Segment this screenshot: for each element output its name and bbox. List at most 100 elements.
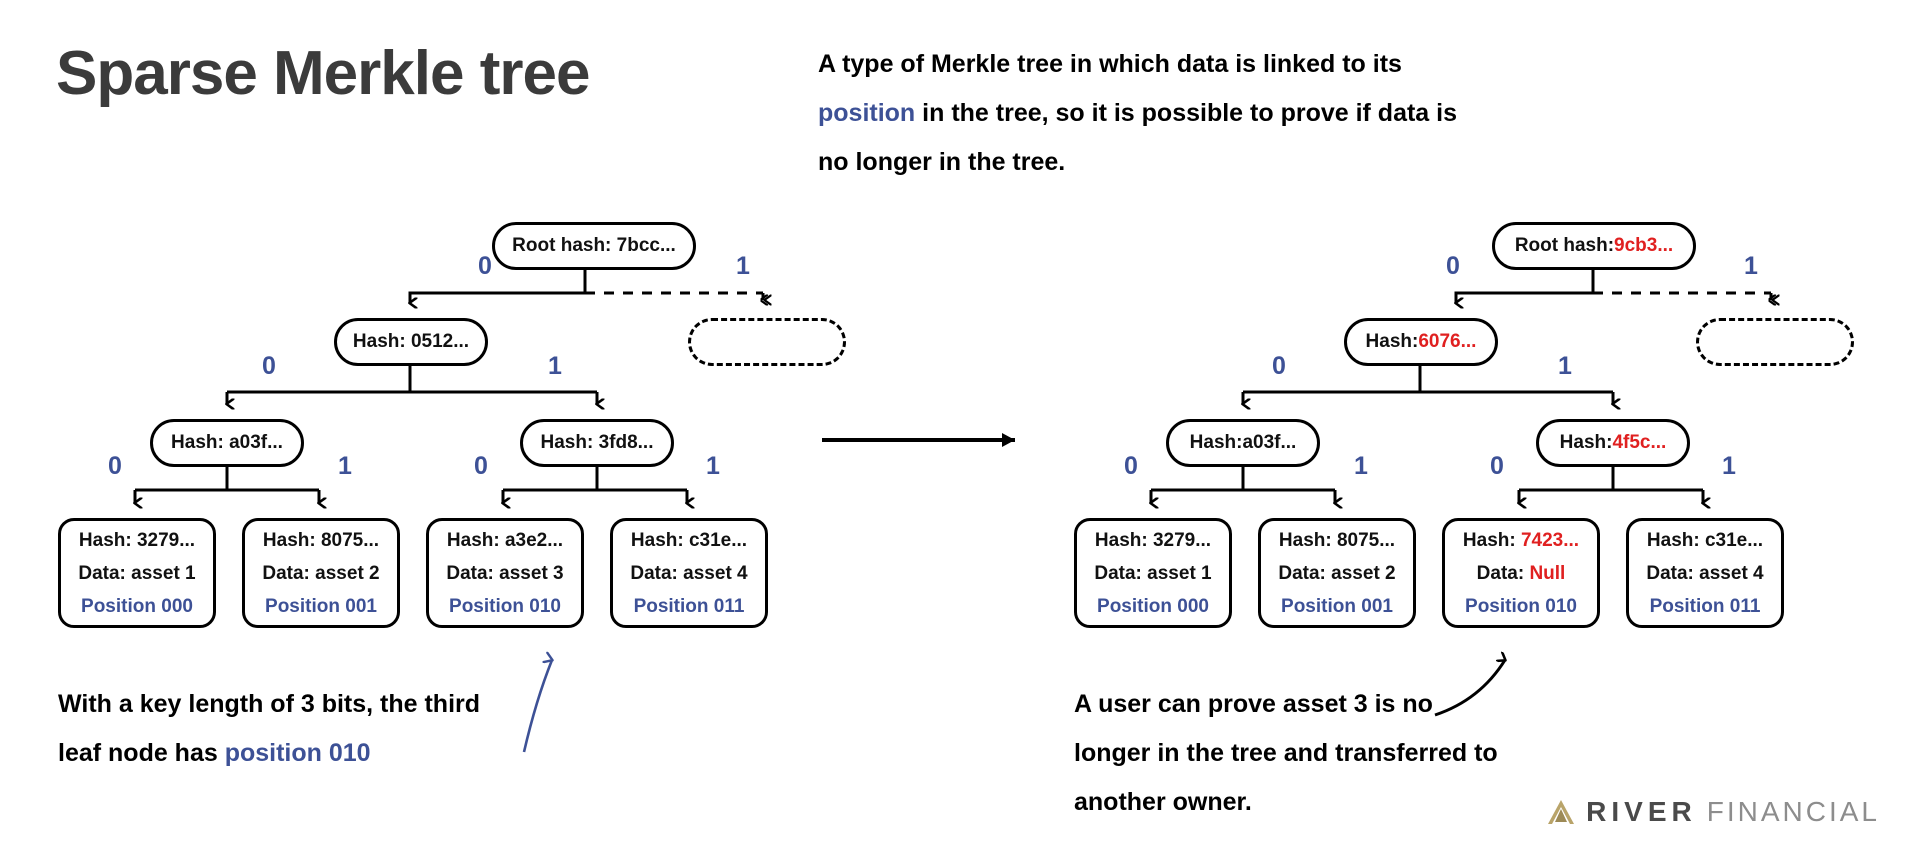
leaf-data-label: Data:: [446, 562, 500, 584]
left-edge-label-root-0: 0: [478, 252, 492, 280]
leaf-hash-value: 7423...: [1520, 529, 1580, 551]
left-leaf-node-0[interactable]: Hash: 3279... Data: asset 1 Position 000: [58, 518, 216, 628]
node-label-prefix: Hash:: [1559, 432, 1613, 453]
leaf-data-label: Data:: [630, 562, 684, 584]
leaf-hash-line: Hash: 3279...: [79, 524, 195, 557]
left-edge-label-l2b-1: 1: [706, 452, 720, 480]
leaf-data-label: Data:: [262, 562, 316, 584]
leaf-position: Position 001: [265, 595, 377, 617]
left-edge-label-l2a-1: 1: [338, 452, 352, 480]
right-level2-node-1[interactable]: Hash: 4f5c...: [1536, 419, 1690, 467]
leaf-hash-value: 3279...: [136, 529, 196, 551]
page-title: Sparse Merkle tree: [56, 39, 590, 108]
right-edge-label-l2b-0: 0: [1490, 452, 1504, 480]
node-hash-value: 4f5c...: [1612, 432, 1667, 453]
right-level1-node[interactable]: Hash: 6076...: [1344, 318, 1498, 366]
river-logo-mark: [1548, 800, 1575, 824]
left-caption-highlight: position 010: [224, 739, 371, 767]
leaf-data-value: asset 2: [315, 562, 380, 584]
leaf-position: Position 010: [449, 595, 561, 617]
leaf-data-line: Data: asset 1: [78, 557, 195, 590]
node-hash-value: 9cb3...: [1614, 235, 1674, 256]
leaf-hash-line: Hash: 8075...: [1279, 524, 1395, 557]
leaf-data-value: asset 3: [499, 562, 564, 584]
leaf-data-value: asset 4: [683, 562, 748, 584]
right-leaf-node-2[interactable]: Hash: 7423... Data: Null Position 010: [1442, 518, 1600, 628]
leaf-data-label: Data:: [78, 562, 132, 584]
leaf-position: Position 011: [1649, 595, 1761, 617]
leaf-hash-line: Hash: 7423...: [1463, 524, 1579, 557]
leaf-data-value: asset 4: [1699, 562, 1764, 584]
left-edge-label-root-1: 1: [736, 252, 750, 280]
right-edge-label-root-0: 0: [1446, 252, 1460, 280]
leaf-data-line: Data: Null: [1477, 557, 1566, 590]
right-leaf-node-3[interactable]: Hash: c31e... Data: asset 4 Position 011: [1626, 518, 1784, 628]
leaf-hash-value: 8075...: [320, 529, 380, 551]
left-edge-label-l1-1: 1: [548, 352, 562, 380]
left-leaf-node-1[interactable]: Hash: 8075... Data: asset 2 Position 001: [242, 518, 400, 628]
leaf-hash-value: a3e2...: [504, 529, 564, 551]
leaf-data-line: Data: asset 3: [446, 557, 563, 590]
node-label-prefix: Hash:: [1189, 432, 1243, 453]
leaf-data-value: Null: [1529, 562, 1566, 584]
leaf-data-label: Data:: [1094, 562, 1148, 584]
right-edge-label-l1-0: 0: [1272, 352, 1286, 380]
leaf-hash-label: Hash:: [262, 529, 321, 551]
leaf-data-line: Data: asset 1: [1094, 557, 1211, 590]
node-label-prefix: Root hash:: [1514, 235, 1615, 256]
leaf-data-value: asset 2: [1331, 562, 1396, 584]
left-level2-node-1[interactable]: Hash: 3fd8...: [520, 419, 674, 467]
leaf-hash-label: Hash:: [1094, 529, 1153, 551]
leaf-hash-line: Hash: a3e2...: [447, 524, 563, 557]
right-edge-label-l2a-0: 0: [1124, 452, 1138, 480]
left-leaf-node-3[interactable]: Hash: c31e... Data: asset 4 Position 011: [610, 518, 768, 628]
left-edge-label-l2b-0: 0: [474, 452, 488, 480]
description-text-pre: A type of Merkle tree in which data is l…: [818, 50, 1402, 78]
leaf-position: Position 000: [81, 595, 193, 617]
right-edge-label-l2a-1: 1: [1354, 452, 1368, 480]
leaf-data-line: Data: asset 2: [1278, 557, 1395, 590]
leaf-position: Position 010: [1465, 595, 1577, 617]
left-empty-subtree-node: [688, 318, 846, 366]
leaf-hash-line: Hash: 3279...: [1095, 524, 1211, 557]
left-edge-label-l1-0: 0: [262, 352, 276, 380]
leaf-hash-value: 8075...: [1336, 529, 1396, 551]
leaf-data-value: asset 1: [131, 562, 196, 584]
right-root-node[interactable]: Root hash: 9cb3...: [1492, 222, 1696, 270]
leaf-data-line: Data: asset 4: [1646, 557, 1763, 590]
leaf-position: Position 000: [1097, 595, 1209, 617]
right-edge-label-root-1: 1: [1744, 252, 1758, 280]
leaf-data-label: Data:: [1278, 562, 1332, 584]
page-description: A type of Merkle tree in which data is l…: [818, 40, 1478, 187]
leaf-position: Position 011: [633, 595, 745, 617]
leaf-hash-value: c31e...: [688, 529, 748, 551]
leaf-hash-label: Hash:: [78, 529, 137, 551]
leaf-data-label: Data:: [1476, 562, 1530, 584]
left-caption: With a key length of 3 bits, the third l…: [58, 680, 528, 778]
leaf-data-label: Data:: [1646, 562, 1700, 584]
left-level2-node-0[interactable]: Hash: a03f...: [150, 419, 304, 467]
left-edge-label-l2a-0: 0: [108, 452, 122, 480]
leaf-position: Position 001: [1281, 595, 1393, 617]
right-level2-node-0[interactable]: Hash: a03f...: [1166, 419, 1320, 467]
right-leaf-node-1[interactable]: Hash: 8075... Data: asset 2 Position 001: [1258, 518, 1416, 628]
leaf-hash-value: 3279...: [1152, 529, 1212, 551]
leaf-hash-label: Hash:: [1278, 529, 1337, 551]
description-text-post: in the tree, so it is possible to prove …: [818, 99, 1458, 176]
leaf-hash-line: Hash: c31e...: [631, 524, 747, 557]
node-hash-value: 6076...: [1418, 331, 1477, 352]
right-leaf-node-0[interactable]: Hash: 3279... Data: asset 1 Position 000: [1074, 518, 1232, 628]
right-edge-label-l1-1: 1: [1558, 352, 1572, 380]
left-level1-node[interactable]: Hash: 0512...: [334, 318, 488, 366]
logo-word-river: RIVER: [1586, 796, 1697, 827]
left-caption-pre: With a key length of 3 bits, the third l…: [58, 690, 481, 767]
leaf-data-line: Data: asset 4: [630, 557, 747, 590]
leaf-hash-line: Hash: 8075...: [263, 524, 379, 557]
leaf-hash-value: c31e...: [1704, 529, 1764, 551]
right-edge-label-l2b-1: 1: [1722, 452, 1736, 480]
right-empty-subtree-node: [1696, 318, 1854, 366]
left-leaf-node-2[interactable]: Hash: a3e2... Data: asset 3 Position 010: [426, 518, 584, 628]
left-root-node[interactable]: Root hash: 7bcc...: [492, 222, 696, 270]
logo-word-financial: FINANCIAL: [1706, 796, 1880, 827]
